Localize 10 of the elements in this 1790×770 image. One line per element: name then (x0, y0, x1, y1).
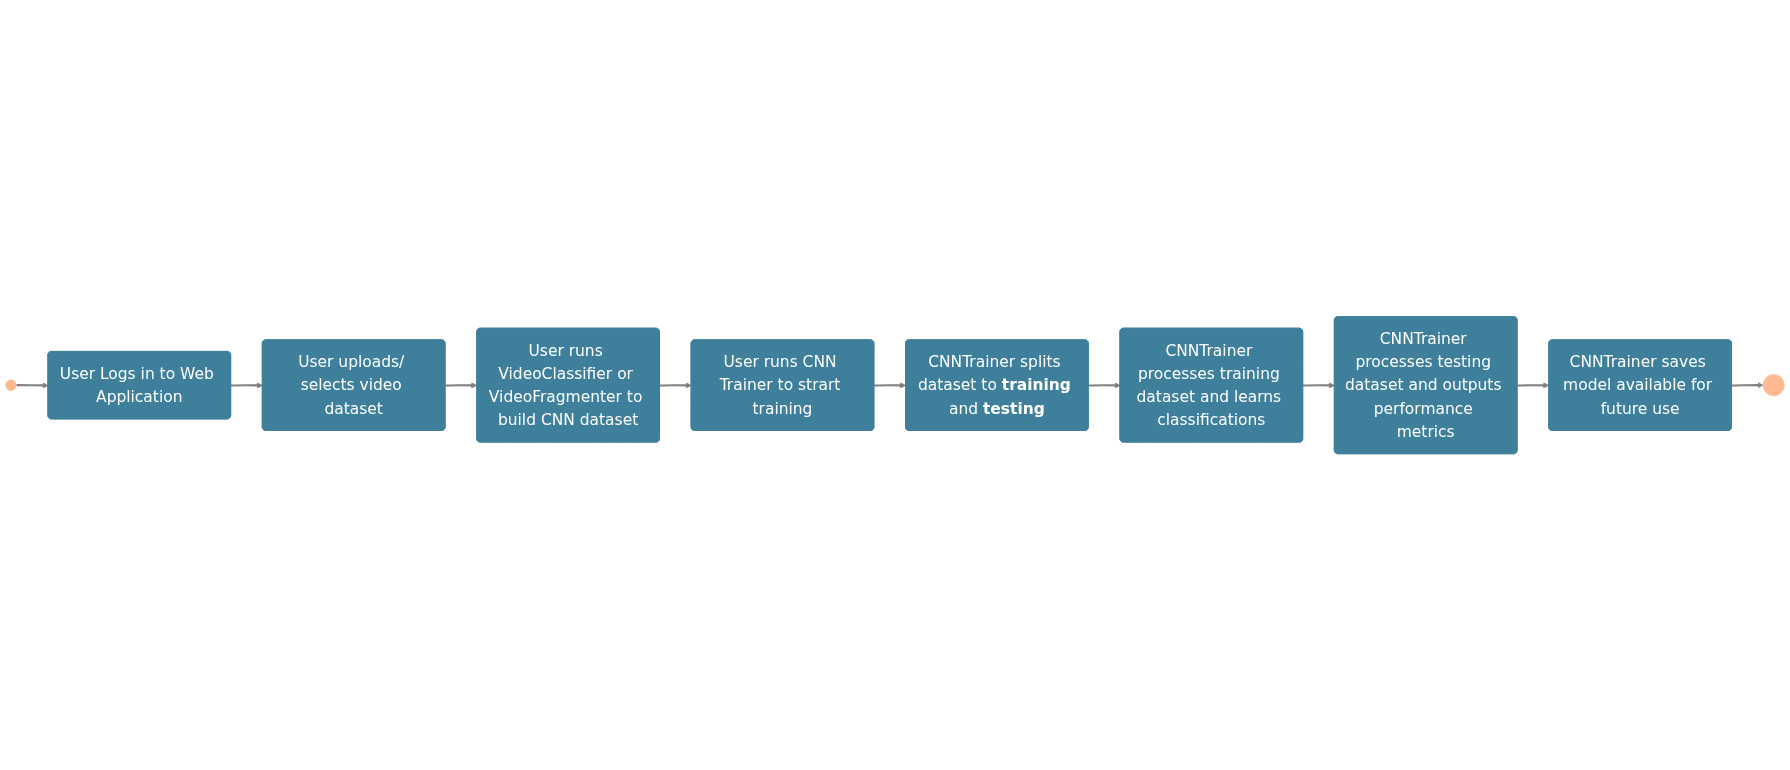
arrow (1088, 382, 1121, 389)
arrow (1731, 381, 1764, 389)
node-circle (5, 379, 17, 391)
arrow (874, 382, 907, 389)
arrow (1517, 382, 1550, 389)
arrow (445, 382, 478, 389)
arrow (1303, 382, 1335, 389)
arrow (231, 382, 263, 389)
arrow (659, 382, 692, 389)
arrow (16, 382, 49, 389)
